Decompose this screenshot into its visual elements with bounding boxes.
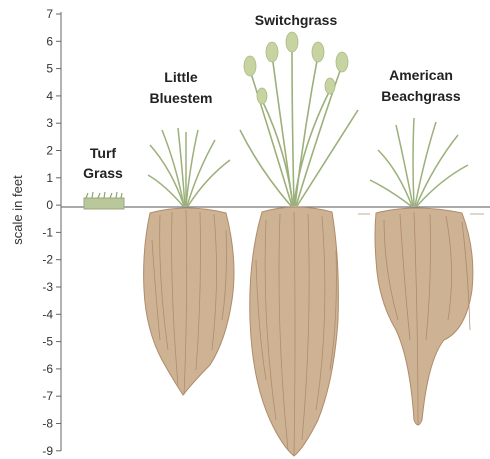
y-tick-label: 4 bbox=[46, 89, 53, 103]
y-tick-label: 6 bbox=[46, 34, 53, 48]
y-tick-label: -6 bbox=[42, 362, 53, 376]
switchgrass-seed-heads bbox=[244, 32, 348, 104]
plant-turf-grass: Turf Grass bbox=[83, 145, 124, 209]
plant-switchgrass: Switchgrass bbox=[240, 12, 358, 456]
y-tick-label: -9 bbox=[42, 444, 53, 458]
y-axis-title: scale in feet bbox=[10, 175, 25, 245]
american-beachgrass-label-line1: American bbox=[389, 67, 453, 83]
american-beachgrass-shoots bbox=[370, 118, 468, 206]
american-beachgrass-roots bbox=[375, 208, 473, 425]
y-tick-label: 5 bbox=[46, 62, 53, 76]
little-bluestem-shoots bbox=[148, 128, 230, 206]
turf-grass-label-line2: Grass bbox=[83, 165, 123, 181]
y-tick-label: -7 bbox=[42, 389, 53, 403]
y-tick-label: 2 bbox=[46, 144, 53, 158]
switchgrass-label: Switchgrass bbox=[255, 12, 338, 28]
plant-american-beachgrass: American Beachgrass bbox=[358, 67, 484, 425]
y-tick-label: -5 bbox=[42, 335, 53, 349]
plant-little-bluestem: Little Bluestem bbox=[144, 69, 234, 395]
turf-grass-blades bbox=[86, 192, 122, 198]
y-tick-label: 3 bbox=[46, 116, 53, 130]
little-bluestem-label-line1: Little bbox=[164, 69, 198, 85]
y-tick-label: -2 bbox=[42, 253, 53, 267]
y-tick-label: 0 bbox=[46, 198, 53, 212]
american-beachgrass-label-line2: Beachgrass bbox=[381, 88, 461, 104]
y-axis: 7 6 5 4 3 2 1 0 -1 -2 -3 -4 -5 -6 -7 -8 -9 scale in feet bbox=[10, 7, 61, 458]
y-tick-label: -1 bbox=[42, 225, 53, 239]
little-bluestem-roots bbox=[144, 208, 234, 395]
turf-grass-label-line1: Turf bbox=[90, 145, 117, 161]
y-tick-label: -3 bbox=[42, 280, 53, 294]
y-axis-ticks: 7 6 5 4 3 2 1 0 -1 -2 -3 -4 -5 -6 -7 -8 -9 bbox=[42, 7, 61, 458]
y-tick-label: 7 bbox=[46, 7, 53, 21]
y-tick-label: -8 bbox=[42, 417, 53, 431]
turf-grass-sod bbox=[84, 198, 124, 209]
y-tick-label: -4 bbox=[42, 307, 53, 321]
little-bluestem-label-line2: Bluestem bbox=[149, 90, 212, 106]
y-tick-label: 1 bbox=[46, 171, 53, 185]
